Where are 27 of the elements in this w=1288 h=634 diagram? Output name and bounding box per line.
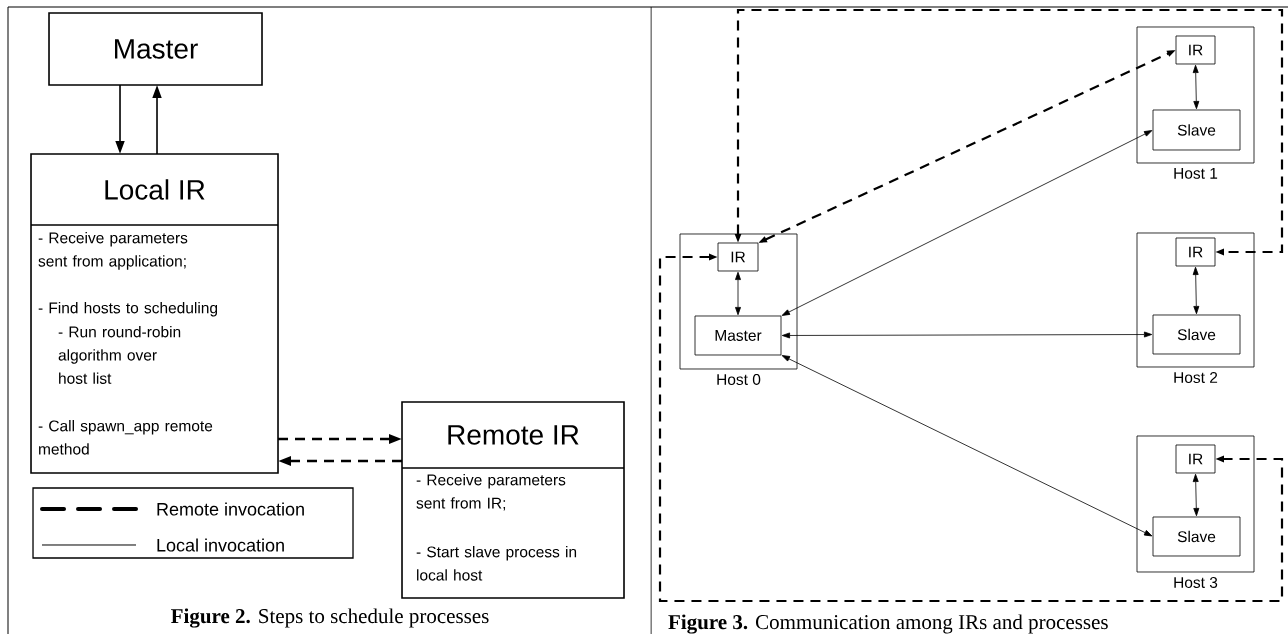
arrow xyxy=(1192,266,1200,315)
node-label: Host 0 xyxy=(717,374,761,385)
node-label: Host 2 xyxy=(1174,372,1218,383)
arrow xyxy=(1192,473,1200,517)
arrow xyxy=(781,130,1153,316)
process-box: Master xyxy=(48,12,263,86)
legend-label: Remote invocation xyxy=(157,502,304,516)
component-box: Local IR - Receive parameters sent from application; - Find hosts to scheduling - Run round-robin algorithm over host list - Call spawn_app remote method xyxy=(30,153,279,474)
component-box: Remote IR - Receive parameters sent from IR; - Start slave process in local host xyxy=(401,401,625,599)
process-box: IR xyxy=(1175,444,1216,474)
figure-caption: Figure 2. Steps to schedule processes xyxy=(171,608,489,628)
node-label: Host 3 xyxy=(1174,576,1218,588)
ir-box: IR xyxy=(717,242,759,272)
figure-caption: Figure 3. Communication among IRs and processes xyxy=(668,614,1108,634)
arrow xyxy=(1192,64,1200,110)
arrow xyxy=(735,271,741,316)
arrow xyxy=(781,331,1153,339)
process-box: Slave xyxy=(1152,314,1241,355)
process-box: IR xyxy=(1175,237,1216,267)
process-box: Slave xyxy=(1152,516,1241,557)
process-box: IR xyxy=(1175,35,1216,65)
node-label: Host 1 xyxy=(1174,168,1218,179)
process-box: Slave xyxy=(1152,109,1241,151)
arrow xyxy=(658,253,1284,603)
arrow xyxy=(781,355,1153,537)
legend-label: Local invocation xyxy=(157,538,284,552)
process-box: Master xyxy=(694,315,782,356)
